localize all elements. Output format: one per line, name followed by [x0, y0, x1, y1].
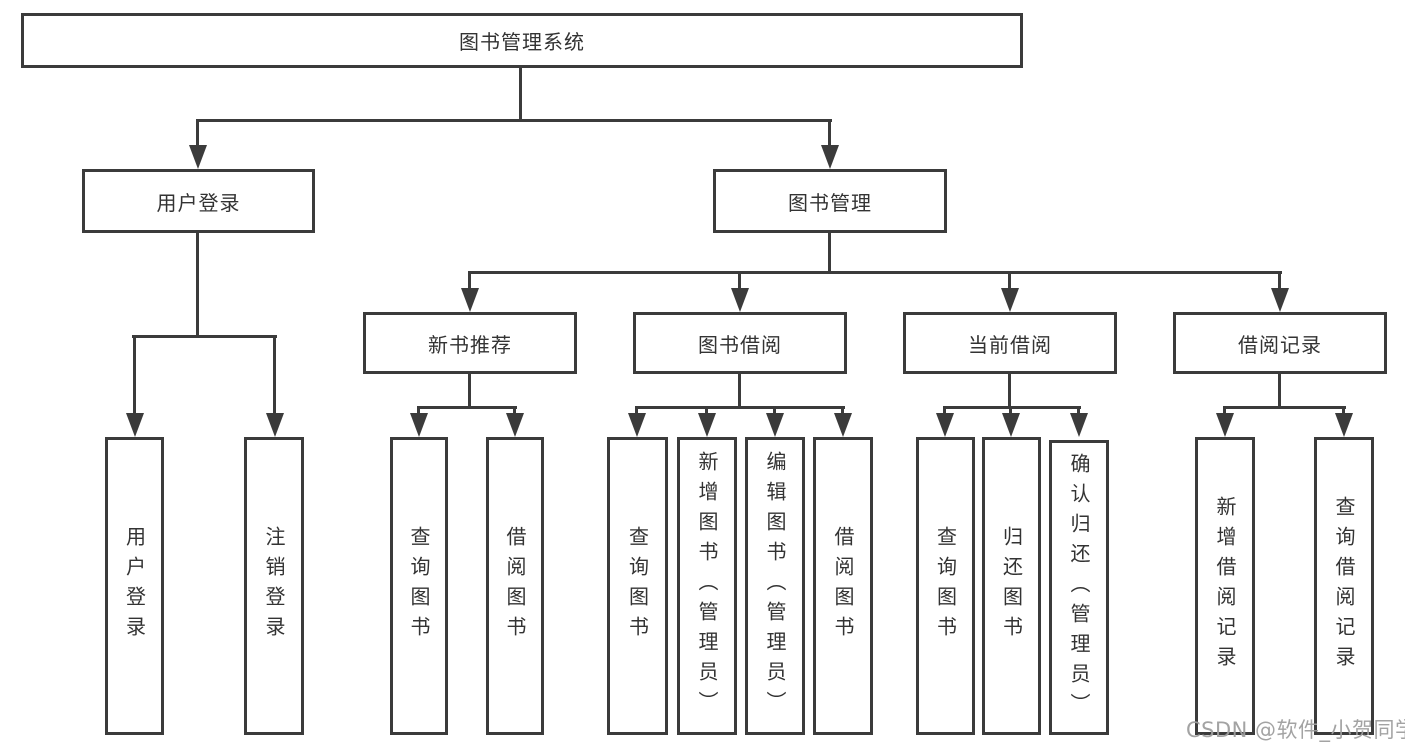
- arrowhead-down-icon: [936, 413, 954, 437]
- connector-stem: [738, 374, 741, 409]
- arrowhead-down-icon: [766, 413, 784, 437]
- connector-arrow-line: [738, 271, 741, 291]
- connector-arrow-line: [1009, 406, 1012, 418]
- connector-arrow-line: [133, 335, 136, 417]
- connector-book-mgmt-branch: [468, 271, 1282, 274]
- connector-arrow-line: [635, 406, 638, 418]
- arrowhead-down-icon: [1070, 413, 1088, 437]
- arrowhead-down-icon: [1335, 413, 1353, 437]
- connector-arrow-line: [417, 406, 420, 418]
- arrowhead-down-icon: [731, 288, 749, 312]
- node-label: 用户登录: [122, 526, 147, 646]
- node-label: 查询图书: [625, 526, 650, 646]
- node-label: 借阅图书: [831, 526, 855, 646]
- node-leaf-confirm-return-admin: 确认归还（管理员）: [1049, 440, 1109, 735]
- node-new-book-recommend: 新书推荐: [363, 312, 577, 374]
- arrowhead-down-icon: [1216, 413, 1234, 437]
- connector-arrow-line: [828, 119, 831, 149]
- arrowhead-down-icon: [821, 145, 839, 169]
- node-leaf-query-books-recommend: 查询图书: [390, 437, 448, 735]
- connector-arrow-line: [705, 406, 708, 418]
- node-current-borrow: 当前借阅: [903, 312, 1117, 374]
- connector-arrow-line: [1223, 406, 1226, 418]
- connector-user-login-stem: [196, 233, 199, 338]
- arrowhead-down-icon: [698, 413, 716, 437]
- node-leaf-query-books-borrow: 查询图书: [607, 437, 668, 735]
- connector-arrow-line: [513, 406, 516, 418]
- connector-branch: [635, 406, 845, 409]
- node-leaf-logout: 注销登录: [244, 437, 304, 735]
- arrowhead-down-icon: [1271, 288, 1289, 312]
- arrowhead-down-icon: [628, 413, 646, 437]
- node-leaf-edit-books-admin: 编辑图书（管理员）: [745, 437, 805, 735]
- connector-root-stem: [519, 68, 522, 122]
- node-leaf-query-borrow-record: 查询借阅记录: [1314, 437, 1374, 735]
- connector-arrow-line: [273, 335, 276, 417]
- node-label: 新增图书（管理员）: [695, 451, 719, 721]
- node-leaf-borrow-books-recommend: 借阅图书: [486, 437, 544, 735]
- node-leaf-borrow-books: 借阅图书: [813, 437, 873, 735]
- connector-arrow-line: [468, 271, 471, 291]
- node-label: 借阅图书: [503, 526, 527, 646]
- connector-arrow-line: [841, 406, 844, 418]
- node-label: 用户登录: [156, 190, 241, 215]
- node-label: 图书管理系统: [459, 30, 585, 54]
- connector-branch: [1223, 406, 1346, 409]
- connector-user-login-branch: [132, 335, 277, 338]
- connector-arrow-line: [1008, 271, 1011, 291]
- connector-stem: [468, 374, 471, 409]
- connector-stem: [1278, 374, 1281, 409]
- arrowhead-down-icon: [410, 413, 428, 437]
- node-leaf-return-books: 归还图书: [982, 437, 1041, 735]
- node-leaf-add-borrow-record: 新增借阅记录: [1195, 437, 1255, 735]
- node-leaf-add-books-admin: 新增图书（管理员）: [677, 437, 737, 735]
- node-root-library-management-system: 图书管理系统: [21, 13, 1023, 68]
- node-borrow-records: 借阅记录: [1173, 312, 1387, 374]
- node-label: 图书借阅: [698, 332, 782, 357]
- connector-root-branch: [196, 119, 832, 122]
- connector-arrow-line: [1342, 406, 1345, 418]
- csdn-watermark: CSDN @软件_小贺同学: [1186, 718, 1405, 742]
- node-label: 归还图书: [999, 526, 1024, 646]
- node-book-management: 图书管理: [713, 169, 947, 233]
- connector-arrow-line: [943, 406, 946, 418]
- node-label: 编辑图书（管理员）: [763, 451, 787, 721]
- connector-branch: [943, 406, 1081, 409]
- connector-arrow-line: [773, 406, 776, 418]
- node-label: 新书推荐: [428, 332, 512, 357]
- arrowhead-down-icon: [126, 413, 144, 437]
- arrowhead-down-icon: [461, 288, 479, 312]
- node-label: 借阅记录: [1238, 332, 1322, 357]
- node-label: 查询借阅记录: [1332, 496, 1356, 676]
- node-label: 注销登录: [262, 526, 286, 646]
- node-label: 确认归还（管理员）: [1067, 452, 1091, 723]
- node-user-login: 用户登录: [82, 169, 315, 233]
- arrowhead-down-icon: [189, 145, 207, 169]
- node-label: 图书管理: [788, 190, 872, 215]
- arrowhead-down-icon: [506, 413, 524, 437]
- connector-book-mgmt-stem: [828, 233, 831, 274]
- arrowhead-down-icon: [266, 413, 284, 437]
- node-label: 新增借阅记录: [1213, 496, 1237, 676]
- node-book-borrow: 图书借阅: [633, 312, 847, 374]
- connector-arrow-line: [1077, 406, 1080, 418]
- node-label: 查询图书: [407, 526, 431, 646]
- connector-branch: [417, 406, 517, 409]
- connector-stem: [1008, 374, 1011, 409]
- arrowhead-down-icon: [834, 413, 852, 437]
- node-label: 当前借阅: [968, 332, 1052, 357]
- connector-arrow-line: [196, 119, 199, 149]
- arrowhead-down-icon: [1001, 288, 1019, 312]
- connector-arrow-line: [1278, 271, 1281, 291]
- node-label: 查询图书: [933, 526, 958, 646]
- node-leaf-user-login: 用户登录: [105, 437, 164, 735]
- arrowhead-down-icon: [1002, 413, 1020, 437]
- node-leaf-query-books-current: 查询图书: [916, 437, 975, 735]
